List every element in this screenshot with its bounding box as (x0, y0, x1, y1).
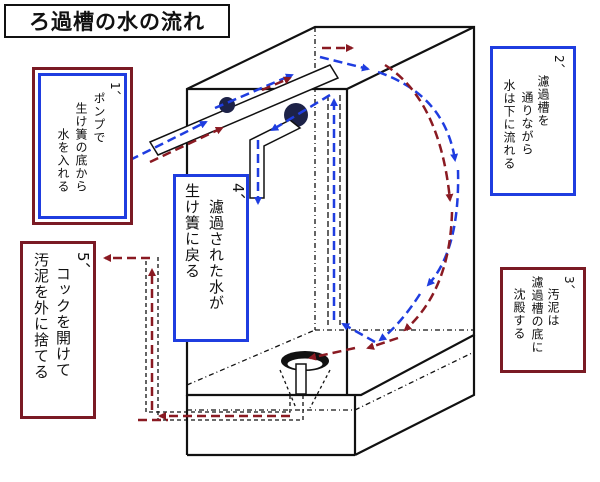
inlet-pipe (148, 64, 340, 156)
note-2-downflow: 2、 濾過槽を 通りながら 水は下に流れる (490, 46, 576, 196)
tank-outline (185, 25, 476, 457)
water-flow-arrows (129, 55, 460, 344)
note-1-line-1: 1、 (108, 82, 122, 104)
note-1-line-4: 水を入れる (56, 128, 70, 193)
note-2-line-1: 2、 (552, 55, 566, 77)
note-2-line-3: 通りながら (520, 91, 534, 156)
note-2-line-4: 水は下に流れる (502, 79, 516, 170)
drain-line (145, 257, 304, 421)
note-3-sediment: 3、 汚泥は 濾過槽の底に 沈殿する (500, 267, 586, 373)
sludge-flow-arrows (103, 44, 454, 422)
return-pipe (249, 119, 302, 199)
note-1-line-2: ポンプで (92, 92, 106, 144)
note-4-line-3: 生け簀に戻る (183, 183, 201, 279)
note-4-line-2: 濾過された水が (207, 199, 225, 311)
note-5-line-2: コックを開けて (54, 266, 72, 378)
drain-hopper (279, 369, 331, 409)
note-3-line-3: 濾過槽の底に (530, 276, 544, 354)
note-4-return: 4、 濾過された水が 生け簀に戻る (173, 174, 249, 342)
page-title: ろ過槽の水の流れ (4, 4, 230, 38)
note-3-line-2: 汚泥は (546, 288, 560, 327)
note-3-line-1: 3、 (562, 276, 576, 298)
note-5-line-1: 5、 (74, 252, 92, 279)
note-1-line-3: 生け簀の底から (74, 102, 88, 193)
note-3-line-4: 沈殿する (512, 288, 526, 340)
note-2-line-2: 濾過槽を (536, 75, 550, 127)
internal-riser (327, 95, 341, 325)
note-4-line-1: 4、 (229, 183, 247, 210)
note-5-line-3: 汚泥を外に捨てる (32, 252, 50, 380)
note-5-drain: 5、 コックを開けて 汚泥を外に捨てる (20, 241, 96, 419)
drain-cock-icon (281, 351, 329, 395)
note-1-pump-inlet: 1、 ポンプで 生け簀の底から 水を入れる (32, 67, 133, 225)
